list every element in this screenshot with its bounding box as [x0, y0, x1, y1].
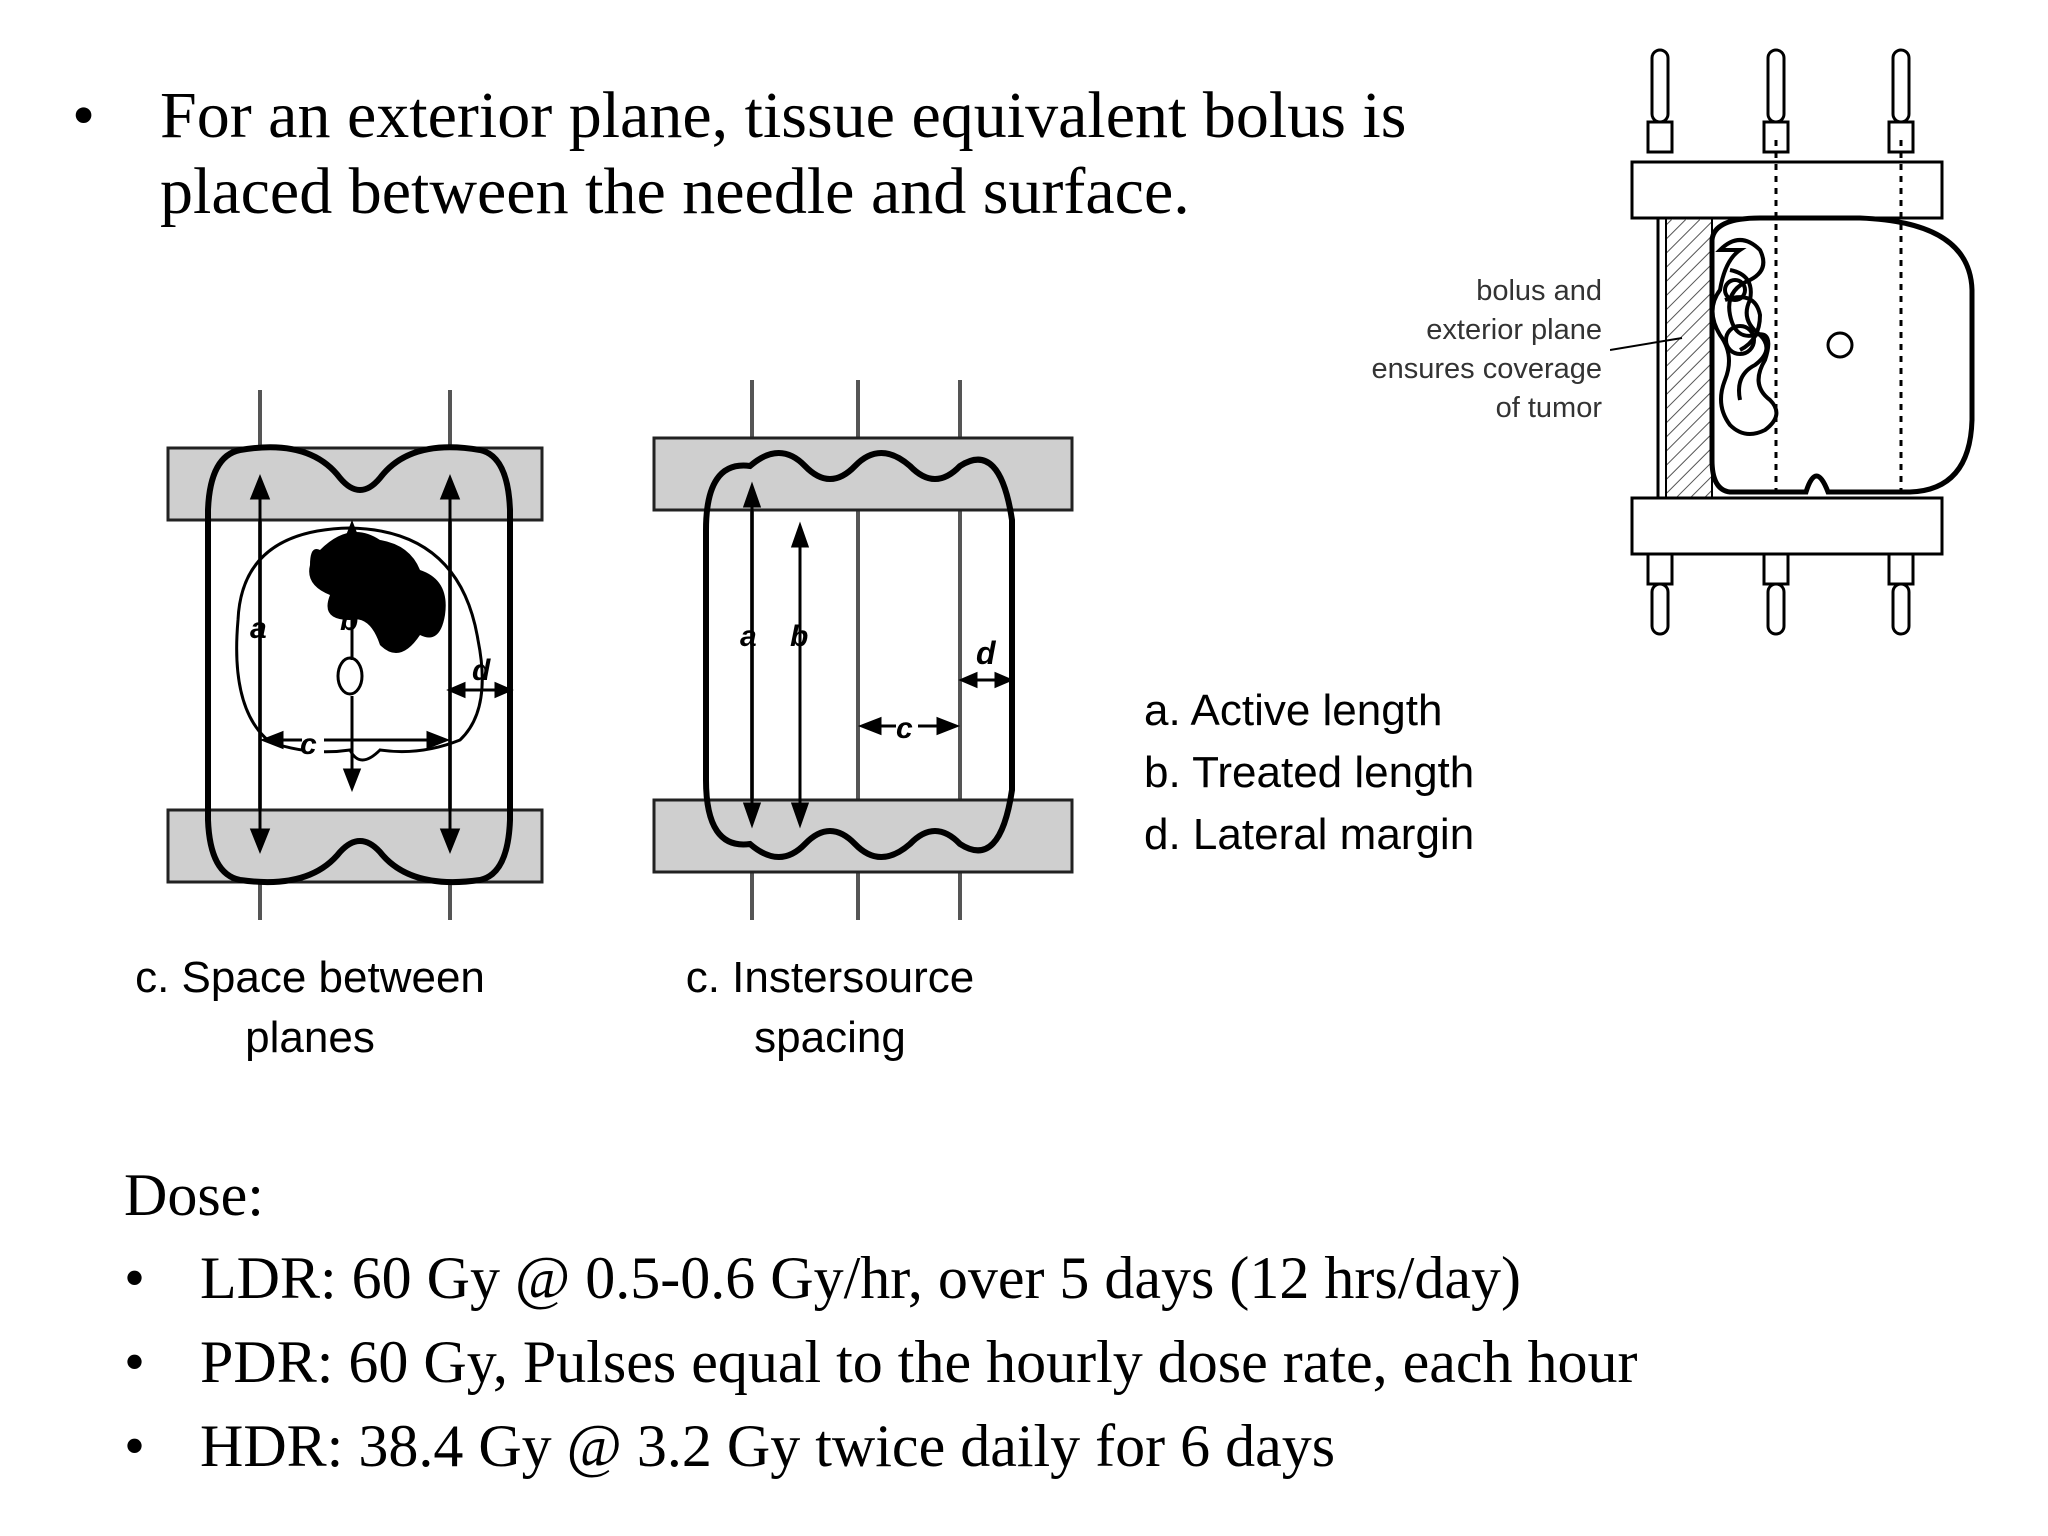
caption-line: planes — [245, 1013, 375, 1062]
dose-list: • LDR: 60 Gy @ 0.5-0.6 Gy/hr, over 5 day… — [124, 1236, 1944, 1488]
annotation-line: of tumor — [1495, 392, 1602, 424]
dose-text: PDR: 60 Gy, Pulses equal to the hourly d… — [200, 1329, 1638, 1395]
label-d: d — [976, 635, 997, 671]
label-c: c — [896, 712, 913, 745]
dose-text: LDR: 60 Gy @ 0.5-0.6 Gy/hr, over 5 days … — [200, 1245, 1521, 1311]
template-plate-top — [166, 446, 544, 522]
dimension-legend: a. Active length b. Treated length d. La… — [1144, 680, 1474, 866]
bullet-marker: • — [124, 1245, 146, 1311]
bullet-marker: • — [124, 1413, 146, 1479]
middle-figure-caption: c. Instersource spacing — [640, 948, 1020, 1068]
dose-item-hdr: • HDR: 38.4 Gy @ 3.2 Gy twice daily for … — [124, 1404, 1944, 1488]
left-figure-caption: c. Space between planes — [120, 948, 500, 1068]
bullet-marker: • — [124, 1329, 146, 1395]
needle-handles-bottom — [1646, 552, 1915, 636]
label-a: a — [250, 612, 267, 645]
intro-text: For an exterior plane, tissue equivalent… — [160, 79, 1407, 228]
caption-line: c. Instersource — [685, 953, 975, 1002]
dose-item-pdr: • PDR: 60 Gy, Pulses equal to the hourly… — [124, 1320, 1944, 1404]
tumor — [1710, 238, 1779, 436]
annotation-line: ensures coverage — [1371, 353, 1602, 385]
legend-item: d. Lateral margin — [1144, 810, 1475, 859]
isodose-outline — [703, 450, 1015, 860]
legend-item: b. Treated length — [1144, 748, 1475, 797]
bolus-annotation: bolus and exterior plane ensures coverag… — [1330, 272, 1602, 428]
center-marker — [336, 656, 364, 696]
dose-text: HDR: 38.4 Gy @ 3.2 Gy twice daily for 6 … — [200, 1413, 1336, 1479]
label-a: a — [740, 620, 757, 653]
single-plane-implant-figure: c a b d — [652, 380, 1074, 920]
template-plate-bottom — [166, 808, 544, 884]
annotation-line: bolus and — [1476, 275, 1602, 307]
bolus — [1665, 217, 1713, 499]
needle-handles-top — [1646, 48, 1915, 154]
isodose-outline — [205, 444, 513, 886]
template-plate-top — [1630, 160, 1944, 220]
annotation-line: exterior plane — [1426, 314, 1602, 346]
center-marker — [1826, 331, 1854, 359]
two-plane-implant-figure: c a b d — [166, 390, 544, 920]
bolus-template-figure — [1610, 48, 1975, 636]
legend-item: a. Active length — [1144, 686, 1443, 735]
caption-line: c. Space between — [135, 953, 485, 1002]
dose-item-ldr: • LDR: 60 Gy @ 0.5-0.6 Gy/hr, over 5 day… — [124, 1236, 1944, 1320]
label-b: b — [790, 620, 808, 653]
caption-line: spacing — [754, 1013, 906, 1062]
bullet-marker: • — [72, 79, 96, 152]
label-b: b — [340, 604, 358, 637]
tumor — [309, 532, 446, 653]
template-plate-bottom — [1630, 496, 1944, 556]
label-c: c — [300, 728, 317, 761]
dose-heading: Dose: — [124, 1162, 264, 1228]
label-d: d — [472, 654, 491, 687]
